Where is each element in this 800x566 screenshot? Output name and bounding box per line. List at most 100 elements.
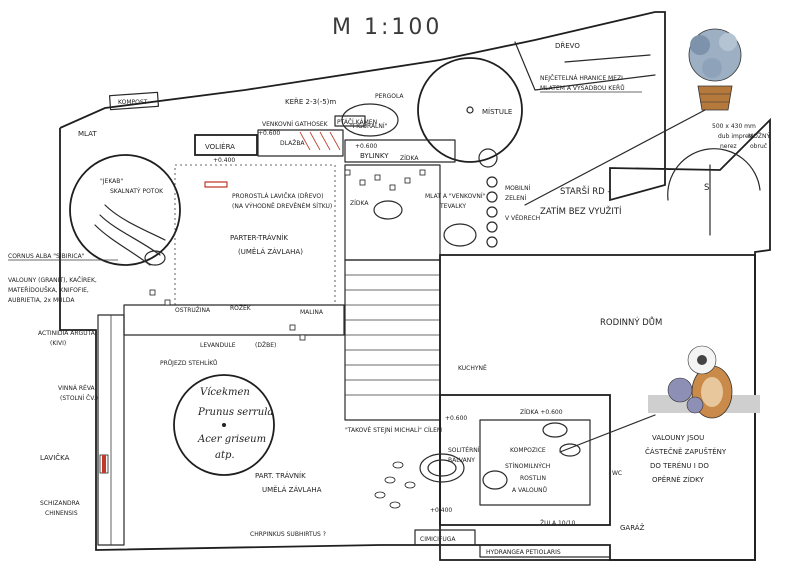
bird-stone-label: PTÁČÍ KÁMEN: [337, 119, 377, 126]
cobble-note-2: ČÁSTEČNĚ ZAPUŠTĚNY: [645, 447, 727, 456]
part-lawn-label: PART. TRÁVNÍK: [255, 471, 306, 480]
cimicifuga-label: CIMICIFUGA: [420, 536, 456, 543]
vinna-label: VINNÁ RÉVA: [58, 384, 96, 392]
cornus-label: CORNUS ALBA "SIBIRICA": [8, 253, 85, 260]
parterre-label-2: (UMĚLÁ ZÁVLAHA): [238, 247, 303, 256]
takove-label: "TAKOVÉ STEJNÍ MICHALÍ" CÍLEM: [345, 426, 442, 434]
dzbe-label: (DŽBE): [255, 341, 276, 349]
aviary-label: VOLIÉRA: [205, 142, 235, 151]
level-left-label: +0.600: [445, 415, 467, 422]
shade-bed: [479, 419, 591, 506]
aviary-level: +0.400: [213, 157, 235, 164]
hydrangea-bed: [479, 544, 611, 558]
jekab-label: "JEKAB": [100, 178, 123, 185]
bench-left-label: LAVIČKA: [40, 453, 70, 462]
fruit-strip: [123, 304, 345, 336]
cobble-note-3: DO TERÉNU I DO: [650, 461, 709, 470]
paving-label: DLAŽBA: [280, 139, 305, 147]
unused-label: ZATÍM BEZ VYUŽITÍ: [540, 205, 622, 217]
granite-label: ŽULA 10/10: [540, 519, 575, 527]
pot-dim-label-2: dub impreg.: [718, 133, 754, 140]
goldfinch-label: PRŮJEZD STEHLÍKŮ: [160, 360, 217, 367]
cobble-leader: [559, 414, 656, 453]
drevo-label: DŘEVO: [555, 41, 580, 50]
mlat-middle: [344, 164, 441, 261]
mobile-pots: [486, 176, 498, 248]
central-stairs: [344, 259, 441, 421]
shade-plants-label: STÍNOMILNÝCH: [505, 463, 550, 470]
level-600-label: +0.600: [258, 130, 280, 137]
left-tree-canopy: [69, 154, 181, 266]
valouny-left-label-2: MATEŘÍDOUŠKA, KNIFOFIE,: [8, 286, 89, 294]
pot-leader: [524, 109, 706, 206]
solitary-label: SOLITÉRNÍ: [448, 446, 480, 454]
outdoor-paving: [257, 129, 344, 157]
compost-box: [108, 91, 160, 111]
rozek-label: ROŽEK: [230, 304, 252, 312]
small-tree: [478, 148, 498, 168]
mistletoe-tree-canopy: [417, 57, 523, 163]
zeleni-label: ZELENÍ: [505, 195, 527, 202]
stone-oval-2: [443, 223, 477, 247]
kivi-label: (KIVI): [50, 340, 66, 347]
multitrunk-tree-trunk: [222, 423, 226, 427]
house-label: RODINNÝ DŮM: [600, 316, 662, 328]
hydrangea-label: HYDRANGEA PETIOLARIS: [486, 549, 561, 556]
potted-tree-illustration: [688, 28, 742, 111]
herbs-label: BYLINKY: [360, 152, 389, 160]
atp-label: atp.: [215, 450, 235, 461]
wc-label: WC: [612, 470, 622, 477]
boundary-label: NEJČETELNÁ HRANICE MEZI: [540, 75, 623, 82]
figural-element: [341, 103, 399, 137]
cobbles-label: A VALOUNŮ: [512, 487, 547, 494]
tevalky-label: TEVALKY: [439, 203, 466, 210]
multitrunk-tree-canopy: [173, 374, 275, 476]
outdoor-label: VENKOVNÍ GATHOSEK: [262, 121, 329, 128]
rotation-arc: [667, 148, 761, 201]
schizandra-label: SCHIZANDRA: [40, 500, 81, 507]
composition-label: KOMPOZICE: [510, 447, 546, 454]
brick-hatch: [299, 131, 341, 151]
pot-dim-label-5: obruč: [750, 143, 767, 150]
acer-label: Acer griseum: [197, 434, 266, 445]
rock-stream: [94, 204, 166, 266]
boundary-label-2: MLATEM A VÝSADBOU KEŘŮ: [540, 84, 625, 92]
bench-left-mark: [102, 455, 106, 473]
scale-title: M 1:100: [332, 15, 442, 40]
drevo-line: [564, 54, 651, 63]
prunus-label: Prunus serrula: [197, 407, 273, 418]
stolni-label: (STOLNÍ ČV.): [60, 395, 98, 402]
malina-label: MALINA: [300, 309, 324, 316]
level-600b-label: +0.600: [355, 143, 377, 150]
zidka-label: ZÍDKA: [350, 200, 369, 207]
level-bottom-label: +0.400: [430, 507, 452, 514]
mistletoe-tree-trunk: [466, 106, 474, 114]
parterre-label: PARTER-TRÁVNÍK: [230, 233, 288, 242]
jekab-label-2: SKALNATÝ POTOK: [110, 188, 164, 195]
cimicifuga-bed: [414, 529, 476, 546]
garage-label: GARÁŽ: [620, 523, 645, 532]
trellis-posts: [99, 315, 112, 545]
boulders-label: BALVANY: [448, 457, 475, 464]
bench-label-2: (NA VÝHODNĚ DREVĚNÉM SÍTKU): [232, 202, 332, 210]
plants-label: ROSTLIN: [520, 475, 546, 482]
stone-oval: [373, 200, 403, 220]
mistletoe-label: MÍSTULE: [482, 107, 512, 116]
kitchen-label: KUCHYNĚ: [458, 364, 487, 372]
mlat-left-label: MLAT: [78, 130, 97, 138]
actinidia-label: ACTINIDIA ARGUTA: [38, 330, 96, 337]
property-boundary: [59, 11, 771, 561]
compost-label: KOMPOST: [118, 99, 148, 106]
pot-dim-label: 500 x 430 mm: [712, 123, 756, 130]
stepping-stones: [374, 461, 416, 509]
old-house-label: STARŠÍ RD -: [560, 185, 610, 197]
boulders: [419, 422, 581, 490]
drevo-area-outline: [514, 41, 656, 91]
bench-label: PROROSTLÁ LAVIČKA (DŘEVO): [232, 192, 323, 200]
mobile-label: MOBILNÍ: [505, 185, 531, 192]
herbs-bed: [344, 139, 456, 163]
plant-dots: [149, 169, 426, 341]
cobble-note-4: OPĚRNÉ ZÍDKY: [652, 475, 704, 484]
pergola-label: PERGOLA: [375, 93, 404, 100]
